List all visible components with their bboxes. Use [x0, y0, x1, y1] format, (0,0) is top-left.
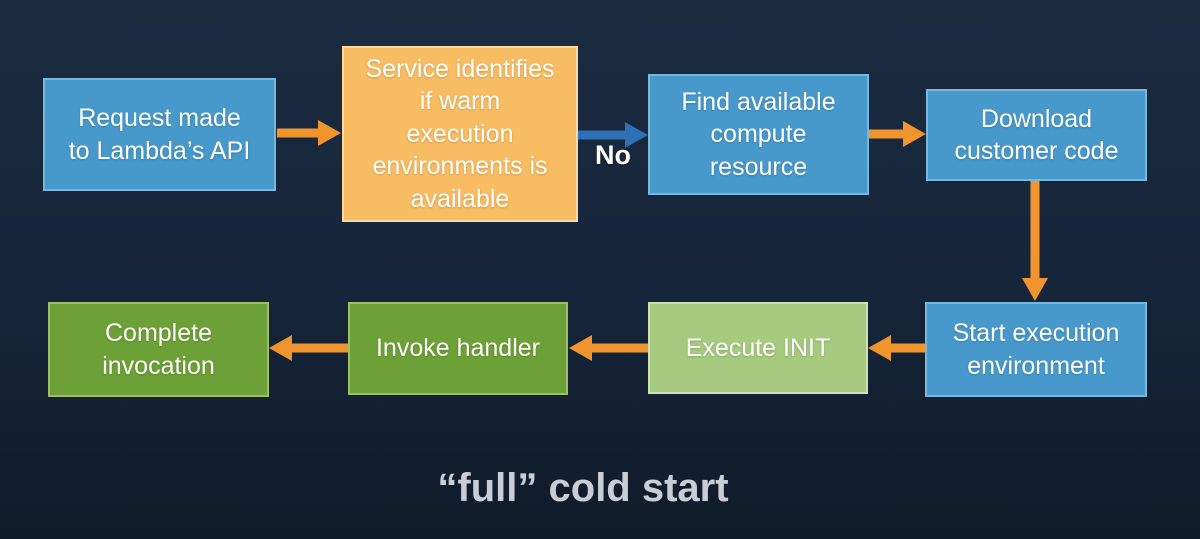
- arrow-no-branch: [578, 122, 648, 148]
- arrow-shaft: [1030, 181, 1040, 281]
- arrow-head-right-icon: [625, 122, 648, 148]
- arrow-head-right-icon: [903, 121, 926, 147]
- node-execute-init: Execute INIT: [648, 302, 868, 394]
- node-label: Find available compute resource: [681, 87, 836, 181]
- arrow-start-to-execute: [868, 335, 925, 361]
- arrow-request-to-service: [277, 120, 341, 146]
- arrow-head-left-icon: [868, 335, 891, 361]
- arrow-head-down-icon: [1022, 278, 1048, 301]
- arrow-head-right-icon: [318, 120, 341, 146]
- node-label: Complete invocation: [102, 319, 215, 380]
- arrow-download-to-start: [1022, 181, 1048, 301]
- node-label: Request made to Lambda’s API: [68, 104, 251, 165]
- arrow-shaft: [589, 343, 648, 353]
- arrow-find-to-download: [869, 121, 926, 147]
- arrow-head-left-icon: [269, 335, 292, 361]
- node-find-compute: Find available compute resource: [648, 74, 869, 195]
- node-request-made: Request made to Lambda’s API: [43, 78, 276, 191]
- arrow-shaft: [289, 343, 348, 353]
- node-label: Start execution environment: [952, 319, 1120, 380]
- node-label: Download customer code: [954, 104, 1119, 166]
- edge-label-no: No: [595, 140, 631, 170]
- arrow-execute-to-invoke: [569, 335, 648, 361]
- node-invoke-handler: Invoke handler: [348, 302, 568, 395]
- slide-caption: “full” cold start: [437, 466, 729, 510]
- node-complete-invocation: Complete invocation: [48, 302, 269, 397]
- arrow-shaft: [888, 343, 925, 353]
- node-label: Invoke handler: [375, 334, 540, 363]
- node-start-environment: Start execution environment: [925, 302, 1147, 397]
- node-label: Service identifies if warm execution env…: [365, 54, 555, 213]
- arrow-invoke-to-complete: [269, 335, 348, 361]
- node-service-identifies: Service identifies if warm execution env…: [342, 46, 578, 222]
- arrow-head-left-icon: [569, 335, 592, 361]
- arrow-shaft: [277, 128, 321, 138]
- node-download-code: Download customer code: [926, 89, 1147, 181]
- arrow-shaft: [869, 129, 906, 139]
- arrow-shaft: [578, 130, 628, 140]
- node-label: Execute INIT: [685, 333, 831, 362]
